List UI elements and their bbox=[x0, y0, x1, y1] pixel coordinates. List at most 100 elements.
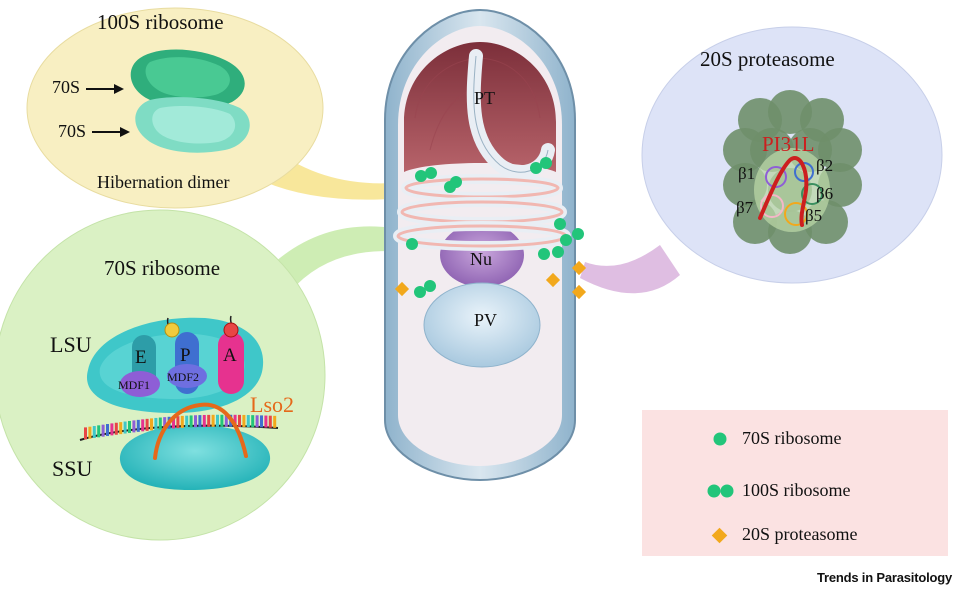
mrna-bar bbox=[163, 417, 167, 430]
mrna-bar bbox=[198, 415, 202, 428]
mrna-bar bbox=[150, 418, 153, 431]
mrna-bar bbox=[158, 417, 162, 430]
a-site-trna-head bbox=[223, 322, 239, 338]
mrna-bar bbox=[238, 414, 241, 427]
mrna-bar bbox=[101, 424, 105, 437]
proteasome-subunits bbox=[723, 90, 862, 254]
ribosome-particle bbox=[450, 176, 462, 188]
mrna-bar bbox=[251, 415, 255, 428]
legend-100s-marker-1 bbox=[707, 484, 721, 498]
ribosome-particle bbox=[530, 162, 542, 174]
mrna-bar bbox=[216, 414, 219, 427]
connector-70s bbox=[275, 226, 405, 292]
mrna-bar bbox=[176, 416, 180, 429]
label-beta6: β6 bbox=[816, 184, 834, 203]
label-beta5: β5 bbox=[805, 206, 823, 225]
mrna-bar bbox=[220, 414, 224, 427]
title-20s-proteasome: 20S proteasome bbox=[700, 47, 835, 71]
label-mdf2: MDF2 bbox=[167, 370, 200, 384]
nucleus bbox=[440, 223, 524, 287]
hibernation-dimer-structure bbox=[130, 49, 250, 153]
label-lsu: LSU bbox=[50, 332, 92, 357]
label-ssu: SSU bbox=[52, 456, 93, 481]
label-lso2: Lso2 bbox=[250, 392, 294, 417]
mrna-bar bbox=[242, 414, 246, 427]
mrna-bar bbox=[224, 414, 228, 427]
legend-box bbox=[642, 410, 948, 556]
mrna-bar bbox=[189, 415, 193, 428]
lso2-protein bbox=[153, 402, 248, 460]
ribosome-particle bbox=[414, 286, 426, 298]
mrna-bar bbox=[132, 420, 136, 433]
label-70s-bottom: 70S bbox=[58, 121, 87, 141]
ribosome-particle bbox=[406, 238, 418, 250]
posterior-vacuole bbox=[423, 282, 541, 368]
mrna-bar bbox=[194, 415, 197, 428]
mrna-bar bbox=[136, 419, 140, 432]
mrna-bar bbox=[145, 418, 149, 431]
label-pv: PV bbox=[474, 310, 498, 330]
proteasome-particle bbox=[394, 281, 410, 297]
mrna-bar bbox=[273, 415, 277, 428]
title-70s-ribosome: 70S ribosome bbox=[104, 256, 221, 280]
ribosome-particle bbox=[424, 280, 436, 292]
proteasome-particle bbox=[545, 272, 561, 288]
label-site-e: E bbox=[135, 347, 147, 368]
mrna-bar bbox=[92, 426, 96, 439]
ribosome-particle bbox=[425, 167, 437, 179]
mrna-bar bbox=[233, 414, 237, 427]
mrna-bar bbox=[268, 415, 272, 428]
title-100s-ribosome: 100S ribosome bbox=[97, 10, 224, 34]
ribosome-particle bbox=[540, 157, 552, 169]
legend-label-100s: 100S ribosome bbox=[742, 480, 851, 500]
ribosome-particle bbox=[554, 218, 566, 230]
mrna-bar bbox=[172, 416, 175, 429]
legend-label-20s: 20S proteasome bbox=[742, 524, 858, 544]
mrna-bar bbox=[260, 415, 263, 428]
proteasome-core bbox=[754, 148, 830, 232]
label-beta2: β2 bbox=[816, 156, 834, 175]
legend-70s-marker bbox=[713, 432, 727, 446]
mrna-bar bbox=[84, 427, 87, 440]
pi31l-strand bbox=[758, 156, 809, 227]
mrna-codon-bars bbox=[84, 414, 277, 440]
mrna-bar bbox=[128, 420, 131, 433]
ribosome-particle bbox=[572, 228, 584, 240]
mrna-bar bbox=[202, 414, 206, 427]
mrna-bar bbox=[119, 422, 123, 435]
proteasome-particle bbox=[571, 260, 587, 276]
mrna-bar bbox=[110, 423, 114, 436]
label-beta1: β1 bbox=[738, 164, 756, 183]
legend-20s-marker bbox=[711, 527, 728, 544]
spore-cell bbox=[384, 8, 576, 482]
mrna-bar bbox=[154, 417, 158, 430]
label-site-a: A bbox=[223, 345, 237, 366]
connector-100s bbox=[265, 150, 405, 200]
connector-20s bbox=[580, 245, 680, 294]
label-pi31l: PI31L bbox=[762, 132, 815, 156]
mrna-bar bbox=[180, 415, 184, 428]
label-beta7: β7 bbox=[736, 198, 754, 217]
ribosome-particle bbox=[415, 170, 427, 182]
ssu-structure bbox=[119, 425, 271, 490]
mrna-bar bbox=[141, 419, 145, 432]
mrna-bar bbox=[123, 421, 127, 434]
mrna-bar bbox=[106, 424, 109, 437]
label-nu: Nu bbox=[470, 249, 492, 269]
mdf1-protein bbox=[120, 371, 160, 397]
mrna-bar bbox=[264, 415, 268, 428]
mrna-bar bbox=[114, 422, 118, 435]
label-70s-top: 70S bbox=[52, 77, 81, 97]
spore-particles bbox=[394, 157, 587, 300]
label-mdf1: MDF1 bbox=[118, 378, 151, 392]
p-site-trna-head bbox=[164, 322, 180, 338]
proteasome-particle bbox=[571, 284, 587, 300]
mrna-bar bbox=[211, 414, 215, 427]
caption-hibernation-dimer: Hibernation dimer bbox=[97, 172, 230, 192]
legend-100s-marker-2 bbox=[720, 484, 734, 498]
site-a-tunnel bbox=[218, 332, 244, 394]
label-site-p: P bbox=[180, 345, 191, 366]
mrna-bar bbox=[246, 415, 250, 428]
label-pt: PT bbox=[474, 88, 496, 108]
